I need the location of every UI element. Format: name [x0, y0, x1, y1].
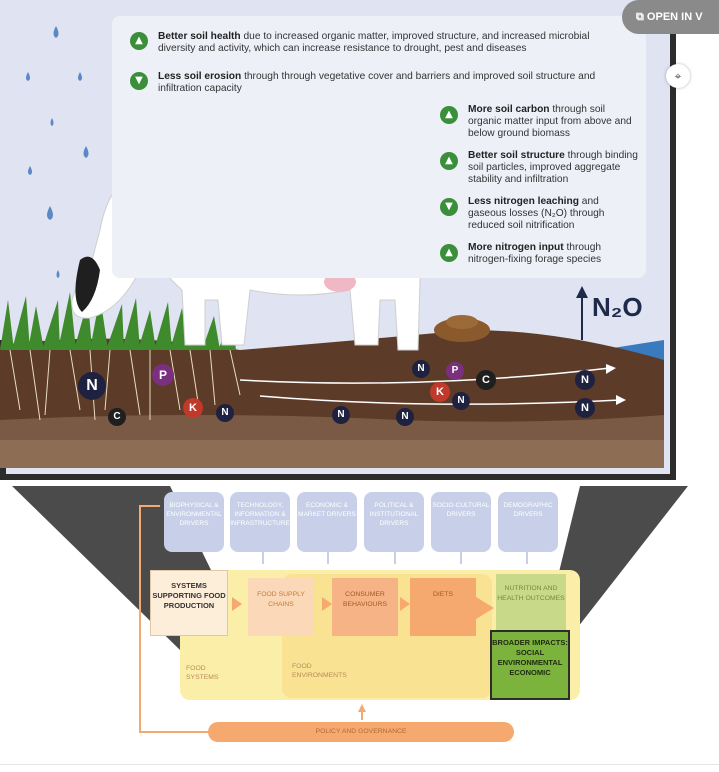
raindrops	[26, 26, 89, 278]
arrow-down-icon: ▼	[130, 72, 148, 90]
benefit-soil-erosion: Less soil erosion through through vegeta…	[158, 71, 596, 94]
benefit-nitrogen-input: More nitrogen input through nitrogen-fix…	[468, 242, 602, 265]
broader-impacts: BROADER IMPACTS: SOCIAL ENVIRONMENTAL EC…	[490, 630, 570, 700]
nitrogen-node: N	[78, 372, 106, 400]
arrow-up-icon: ▲	[440, 106, 458, 124]
phosphorus-node: P	[152, 364, 174, 386]
benefit-soil-structure: Better soil structure through binding so…	[468, 150, 638, 185]
open-in-view-button[interactable]: ⧉ OPEN IN V	[622, 0, 719, 34]
phosphorus-node: P	[446, 362, 464, 380]
driver-socio-cultural: SOCIO-CULTURAL DRIVERS	[431, 492, 491, 552]
arrow-up-icon: ▲	[130, 32, 148, 50]
benefit-soil-health: Better soil health due to increased orga…	[158, 31, 590, 54]
nitrogen-node: N	[575, 370, 595, 390]
focus-icon[interactable]: ⌖	[666, 64, 690, 88]
benefits-box	[112, 16, 646, 278]
nitrogen-node: N	[412, 360, 430, 378]
driver-economic: ECONOMIC & MARKET DRIVERS	[297, 492, 357, 552]
nitrogen-node: N	[332, 406, 350, 424]
diets: DIETS	[410, 578, 476, 636]
food-environments-label: FOOD ENVIRONMENTS	[292, 663, 347, 679]
n2o-label: N₂O	[592, 292, 643, 322]
driver-technology: TECHNOLOGY, INFORMATION & INFRASTRUCTURE	[230, 492, 290, 552]
policy-and-governance: POLICY AND GOVERNANCE	[208, 722, 514, 742]
potassium-node: K	[430, 382, 450, 402]
nitrogen-node: N	[216, 404, 234, 422]
carbon-node: C	[108, 408, 126, 426]
benefit-soil-carbon: More soil carbon through soil organic ma…	[468, 104, 632, 139]
nutrition-health-outcomes: NUTRITION AND HEALTH OUTCOMES	[496, 574, 566, 632]
driver-biophysical: BIOPHYSICAL & ENVIRONMENTAL DRIVERS	[164, 492, 224, 552]
driver-demographic: DEMOGRAPHIC DRIVERS	[498, 492, 558, 552]
leaching-arrows	[239, 367, 621, 405]
systems-supporting-food-production: SYSTEMS SUPPORTING FOOD PRODUCTION	[150, 570, 228, 636]
arrow-up-icon: ▲	[440, 152, 458, 170]
driver-political: POLITICAL & INSTITUTIONAL DRIVERS	[364, 492, 424, 552]
emission-arrow	[576, 286, 588, 340]
external-link-icon: ⧉	[636, 11, 647, 23]
consumer-behaviours: CONSUMER BEHAVIOURS	[332, 578, 398, 636]
food-systems-label: FOOD SYSTEMS	[186, 665, 219, 681]
food-supply-chains: FOOD SUPPLY CHAINS	[248, 578, 314, 636]
soil-illustration-panel: ▲ Better soil health due to increased or…	[0, 0, 676, 480]
nitrogen-node: N	[575, 398, 595, 418]
carbon-node: C	[476, 370, 496, 390]
arrow-down-icon: ▼	[440, 198, 458, 216]
potassium-node: K	[183, 398, 203, 418]
nitrogen-node: N	[396, 408, 414, 426]
benefit-nitrogen-leaching: Less nitrogen leaching and gaseous losse…	[468, 196, 605, 231]
arrow-up-icon: ▲	[440, 244, 458, 262]
nitrogen-node: N	[452, 392, 470, 410]
divider	[0, 764, 719, 765]
